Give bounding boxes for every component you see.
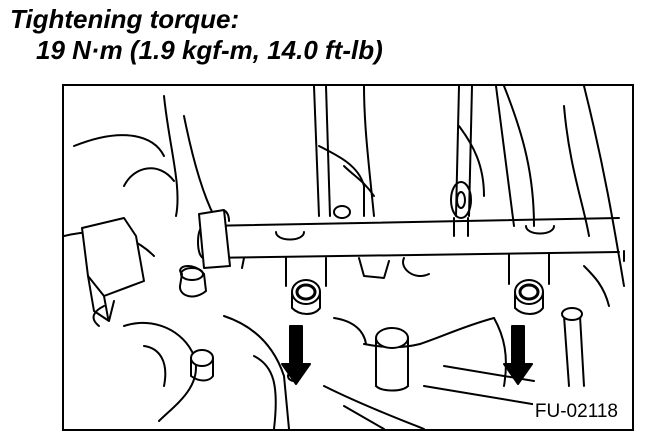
torque-heading: Tightening torque: xyxy=(10,4,240,34)
figure-code: FU-02118 xyxy=(532,401,620,423)
tightening-torque-spec: Tightening torque: 19 N·m (1.9 kgf-m, 14… xyxy=(10,4,383,66)
engine-line-drawing xyxy=(64,86,625,429)
fuel-rail-illustration: FU-02118 xyxy=(62,84,634,431)
down-arrow-icon xyxy=(504,326,532,384)
torque-value: 19 N·m (1.9 kgf-m, 14.0 ft-lb) xyxy=(36,35,383,65)
down-arrow-icon xyxy=(282,326,310,384)
